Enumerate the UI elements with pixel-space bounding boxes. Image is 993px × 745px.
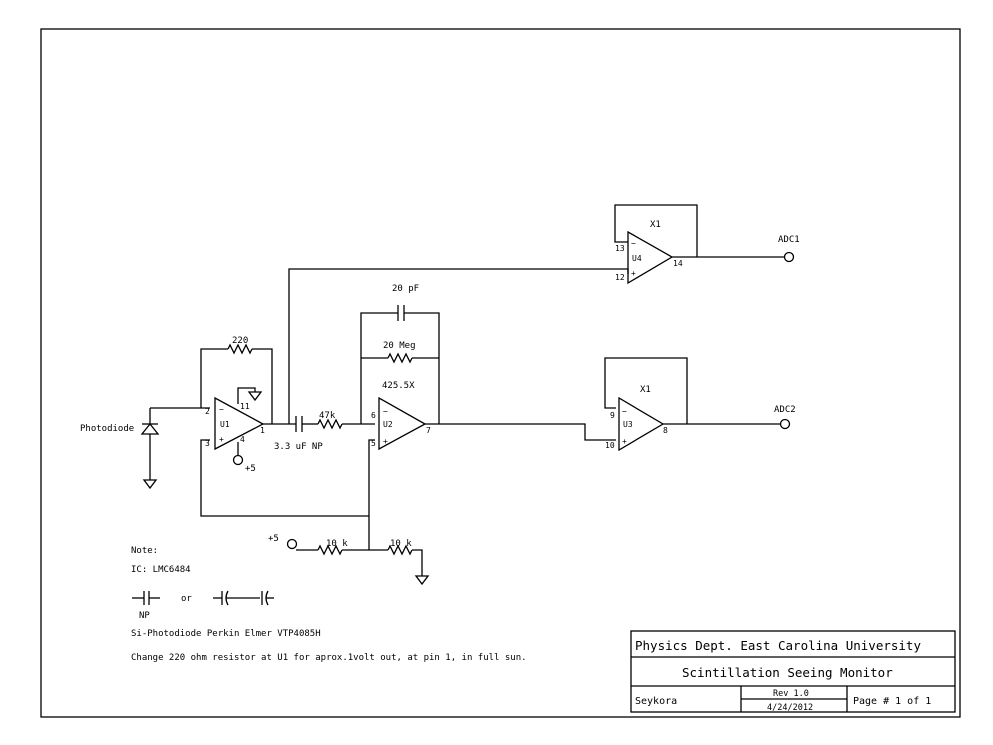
capacitor-feedback-u2 [397,305,405,321]
capacitor-coupling [295,416,303,432]
r-feedback-u2-label: 20 Meg [383,341,416,351]
u1-sign-minus: − [219,405,224,414]
note-np-label: NP [139,611,150,621]
u4-pin-plus: 12 [615,273,625,282]
polarized-capacitor-pair-symbol [213,590,274,606]
ground-symbol-u1 [247,391,263,402]
note-change: Change 220 ohm resistor at U1 for aprox.… [131,653,527,663]
gain-u2-label: 425.5X [382,381,415,391]
resistor-10k-1 [317,544,343,556]
title-block-org: Physics Dept. East Carolina University [635,638,921,653]
title-block-title: Scintillation Seeing Monitor [682,665,893,680]
title-block [630,630,956,713]
u3-sign-minus: − [622,407,627,416]
gain-u3-label: X1 [640,385,651,395]
u2-sign-minus: − [383,407,388,416]
divider-supply-terminal [286,538,298,550]
note-ic: IC: LMC6484 [131,565,191,575]
u4-pin-minus: 13 [615,244,625,253]
opamp-u3 [618,396,665,452]
u1-supply-label: +5 [245,464,256,474]
resistor-47k [317,418,343,430]
r-div-2-label: 10 k [390,539,412,549]
u1-pin-minus: 2 [205,407,210,416]
adc2-terminal [779,418,791,430]
u3-pin-minus: 9 [610,411,615,420]
opamp-u4 [627,230,674,285]
cap-feedback-u2-label: 20 pF [392,284,419,294]
r-feedback-u1-label: 220 [232,336,248,346]
u1-sign-plus: + [219,435,224,444]
u4-name: U4 [632,254,642,263]
title-block-page: Page # 1 of 1 [853,696,931,707]
u3-name: U3 [623,420,633,429]
adc1-label: ADC1 [778,235,800,245]
note-title: Note: [131,546,158,556]
u1-supply-terminal [232,454,244,466]
opamp-u2 [378,396,427,451]
photodiode-label: Photodiode [80,424,134,434]
note-or: or [181,594,192,604]
title-block-author: Seykora [635,696,677,707]
u1-pin-bottom: 4 [240,435,245,444]
u1-pin-out: 1 [260,426,265,435]
u1-pin-plus: 3 [205,439,210,448]
title-block-rev: Rev 1.0 [773,689,809,699]
u4-pin-out: 14 [673,259,683,268]
r-div-1-label: 10 k [326,539,348,549]
u1-name: U1 [220,420,230,429]
u3-pin-plus: 10 [605,441,615,450]
u2-sign-plus: + [383,437,388,446]
ground-symbol-divider [414,575,430,586]
sheet-border [40,28,961,718]
cap-coupling-label: 3.3 uF NP [274,442,323,452]
divider-supply-label: +5 [268,534,279,544]
opamp-u1 [214,396,265,451]
u2-pin-minus: 6 [371,411,376,420]
u3-sign-plus: + [622,437,627,446]
u4-sign-plus: + [631,269,636,278]
note-photodiode-part: Si-Photodiode Perkin Elmer VTP4085H [131,629,321,639]
resistor-10k-2 [387,544,413,556]
adc1-terminal [783,251,795,263]
resistor-20meg [387,352,413,364]
title-block-date: 4/24/2012 [767,703,813,713]
r-input-u2-label: 47k [319,411,336,421]
u4-sign-minus: − [631,239,636,248]
u2-pin-out: 7 [426,426,431,435]
np-capacitor-symbol [132,591,160,605]
u3-pin-out: 8 [663,426,668,435]
resistor-220 [227,343,253,355]
adc2-label: ADC2 [774,405,796,415]
u2-pin-plus: 5 [371,439,376,448]
u1-pin-top: 11 [240,402,250,411]
gain-u4-label: X1 [650,220,661,230]
photodiode-symbol [140,407,210,480]
u2-name: U2 [383,420,393,429]
ground-symbol-photodiode [142,479,158,490]
